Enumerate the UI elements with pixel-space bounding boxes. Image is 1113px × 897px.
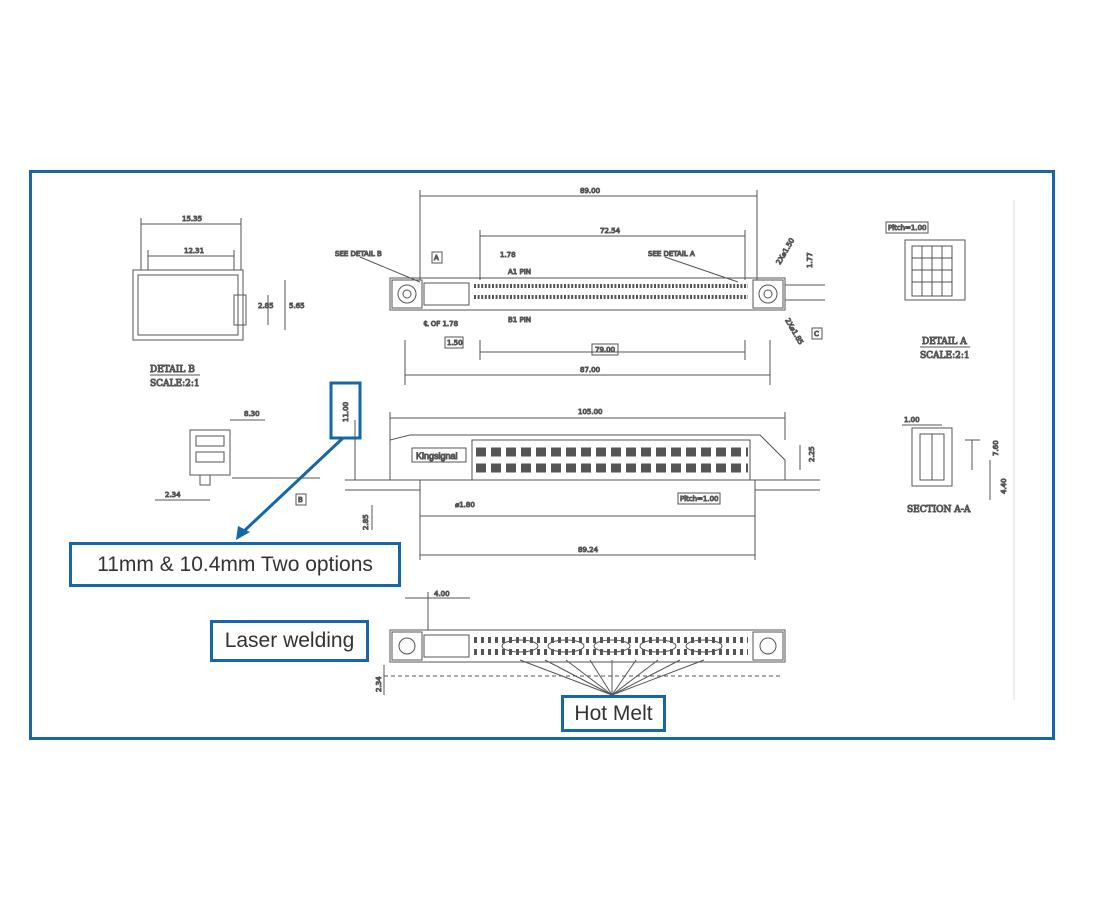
side-dim-1100: 11.00 [342,402,350,422]
section-dim-760: 7.60 [992,440,1000,456]
options-callout: 11mm & 10.4mm Two options [69,542,401,587]
top-view-pin-row [474,284,748,299]
top-see-detail-a: SEE DETAIL A [648,250,695,258]
laser-welding-callout: Laser welding [210,620,369,662]
detail-a-scale: SCALE:2:1 [920,351,970,361]
hot-melt-pads [501,639,723,653]
connector-bottom-view [383,592,786,695]
side-dim-180: ⌀1.80 [455,501,475,509]
detail-a-pitch: Pitch=1.00 [888,224,927,232]
side-view-contacts [471,439,751,481]
section-dim-100: 1.00 [904,416,920,424]
bottom-dim-400: 4.00 [434,590,450,598]
top-dim-177: 1.77 [806,252,814,268]
hot-melt-callout: Hot Melt [561,695,666,732]
side-pitch: Pitch=1.00 [680,495,719,503]
detail-b-dim-w1: 15.35 [182,215,202,223]
top-dim-diag2: 2X⌀1.85 [783,317,804,346]
options-arrow [241,436,345,534]
side-dim-105: 105.00 [578,408,603,416]
side-dim-285: 2.85 [362,514,370,530]
height-highlight-box [329,381,362,440]
side-dim-234: 2.34 [165,491,181,499]
top-b1-pin: B1 PIN [508,316,531,324]
top-tag-c: C [814,330,819,338]
detail-b-dim-w2: 12.31 [184,247,204,255]
hot-melt-leaders [519,659,705,696]
side-dim-8924: 89.24 [578,546,599,554]
detail-b-dim-h2: 5.65 [289,302,305,310]
detail-a-view [904,239,966,301]
top-dim-bottom2: 87.00 [580,366,600,374]
connector-top-view [359,190,825,385]
connector-side-view [155,412,820,560]
top-dim-diag1: 2X⌀1.50 [775,237,796,266]
brand-label: Kingsignal [416,451,458,461]
top-dim-150: 1.50 [447,339,463,347]
top-tag-a: A [434,254,439,262]
section-dim-440: 4.40 [1000,478,1008,494]
side-dim-830: 8.30 [244,410,260,418]
detail-b-view [132,218,286,341]
top-centerline: ℄ OF 1.78 [424,320,458,328]
diagram-frame [29,170,1055,740]
top-a1-pin: A1 PIN [508,268,531,276]
bottom-dim-234: 2.34 [375,676,383,692]
options-arrowhead [236,526,250,540]
side-dim-225: 2.25 [808,446,816,462]
top-dim-overall: 89.00 [580,187,600,195]
detail-b-title: DETAIL B [150,365,195,375]
side-tag-b: B [298,496,303,504]
top-dim-178: 1.78 [500,251,516,259]
top-see-detail-b: SEE DETAIL B [335,250,382,258]
detail-a-title: DETAIL A [922,337,967,347]
section-title: SECTION A-A [907,505,971,515]
section-a-a-view [902,424,991,500]
detail-b-dim-h1: 2.85 [258,302,274,310]
top-dim-bottom1: 79.00 [595,346,615,354]
detail-b-scale: SCALE:2:1 [150,379,200,389]
top-dim-mid: 72.54 [600,227,621,235]
